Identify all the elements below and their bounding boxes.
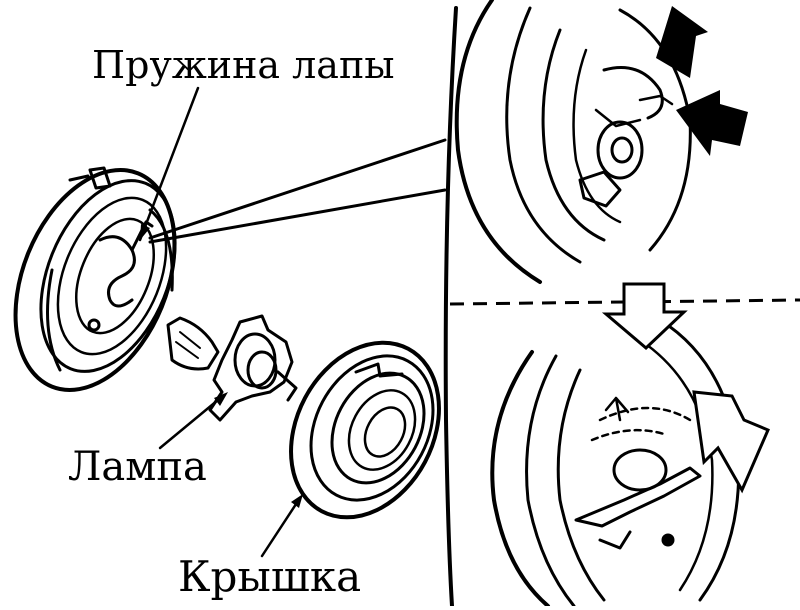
cover-leader-arrow	[291, 494, 303, 508]
detail-bottom-bulb-and-spring	[574, 396, 702, 550]
cover-label: Крышка	[178, 552, 362, 601]
detail-top-bulb-and-spring	[578, 66, 674, 208]
push-down-arrow-icon	[656, 6, 708, 78]
lamp-leader-arrow	[214, 392, 228, 406]
zoom-line-upper	[148, 138, 447, 240]
press-down-arrow-icon	[601, 282, 688, 351]
lamp-label: Лампа	[68, 444, 207, 490]
spring-label: Пружина лапы	[92, 43, 395, 87]
release-arrow-icon	[692, 390, 770, 494]
zoom-line-lower	[148, 188, 447, 244]
rubber-cover	[289, 340, 441, 520]
cover-leader-line	[260, 496, 302, 558]
detail-top-housing	[454, 0, 692, 284]
push-in-arrow-icon	[676, 90, 748, 156]
headlamp-housing	[13, 168, 177, 392]
housing-tab	[68, 166, 112, 190]
lamp-leader-line	[158, 393, 226, 450]
halogen-bulb	[166, 314, 298, 422]
spring-leader-line	[138, 86, 200, 242]
panel-divider-dashed	[449, 298, 800, 306]
panel-divider-vertical	[443, 6, 458, 608]
spring-leader-arrow	[140, 224, 150, 240]
